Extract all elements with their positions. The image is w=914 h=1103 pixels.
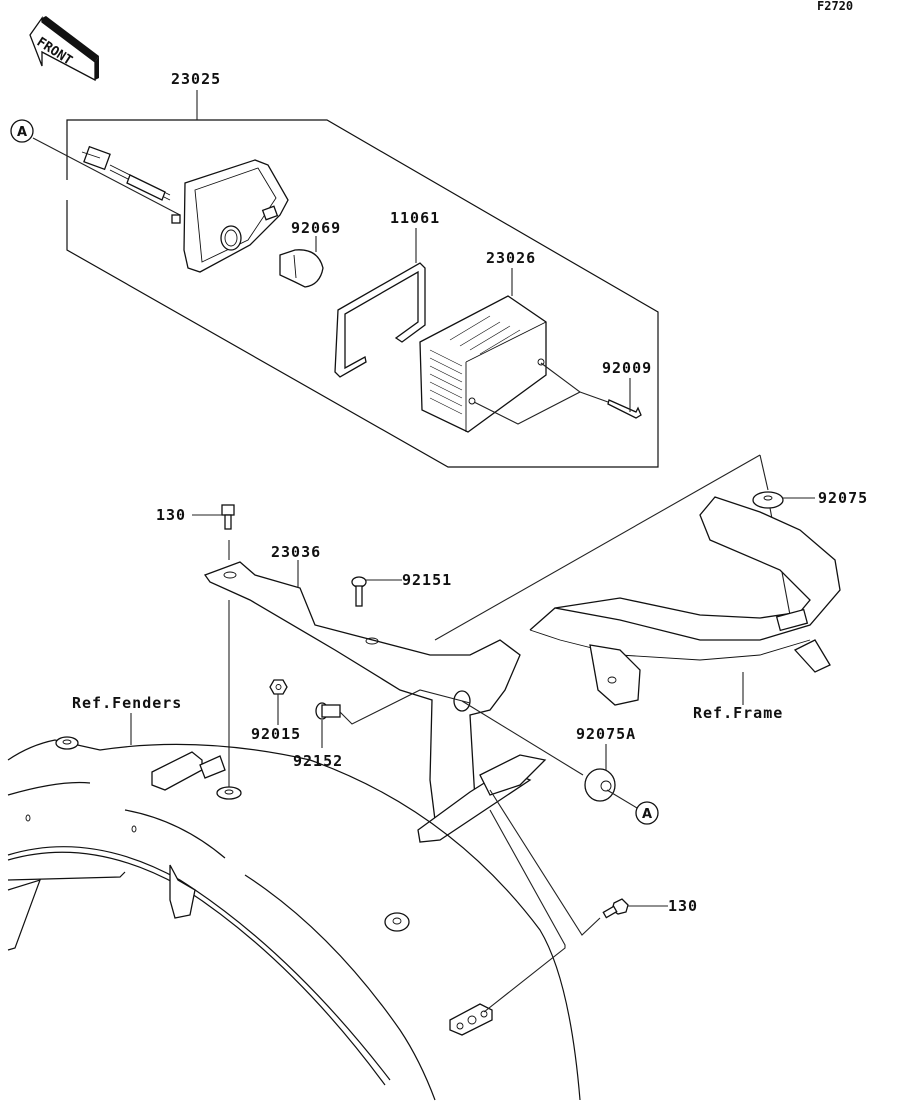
svg-text:A: A (17, 125, 27, 140)
front-arrow-icon: FRONT (29, 15, 99, 82)
gasket-part (334, 228, 426, 378)
label-130-top: 130 (156, 506, 186, 524)
figure-code: F2720 (817, 0, 853, 13)
assembly-outline (66, 90, 659, 468)
label-11061: 11061 (390, 209, 440, 227)
label-23026: 23026 (486, 249, 536, 267)
label-23025: 23025 (171, 70, 221, 88)
bolt-130-bottom (489, 789, 668, 936)
label-92151: 92151 (402, 571, 452, 589)
callout-a-bottom: A (606, 789, 659, 825)
grommet-92075a (461, 700, 616, 802)
plate-spacer-part (449, 809, 566, 1036)
label-ref-fenders: Ref.Fenders (72, 694, 182, 712)
taillight-base (81, 145, 289, 273)
lens-part (419, 268, 547, 433)
screw-92009 (473, 362, 642, 425)
label-23036: 23036 (271, 543, 321, 561)
collar-92152 (315, 689, 471, 748)
bracket-part (203, 560, 547, 843)
callout-a-top: A (10, 119, 181, 216)
label-92152: 92152 (293, 752, 343, 770)
label-92069: 92069 (291, 219, 341, 237)
fender-part (7, 713, 581, 1101)
label-130-bottom: 130 (668, 897, 698, 915)
nut-92015 (269, 679, 288, 725)
label-92075a: 92075A (576, 725, 636, 743)
svg-text:A: A (642, 807, 652, 822)
screw-92151 (351, 454, 761, 641)
label-92075: 92075 (818, 489, 868, 507)
bulb-part (279, 236, 324, 288)
label-92015: 92015 (251, 725, 301, 743)
frame-part (529, 496, 841, 706)
bolt-130-top (192, 504, 235, 790)
label-ref-frame: Ref.Frame (693, 704, 783, 722)
label-92009: 92009 (602, 359, 652, 377)
